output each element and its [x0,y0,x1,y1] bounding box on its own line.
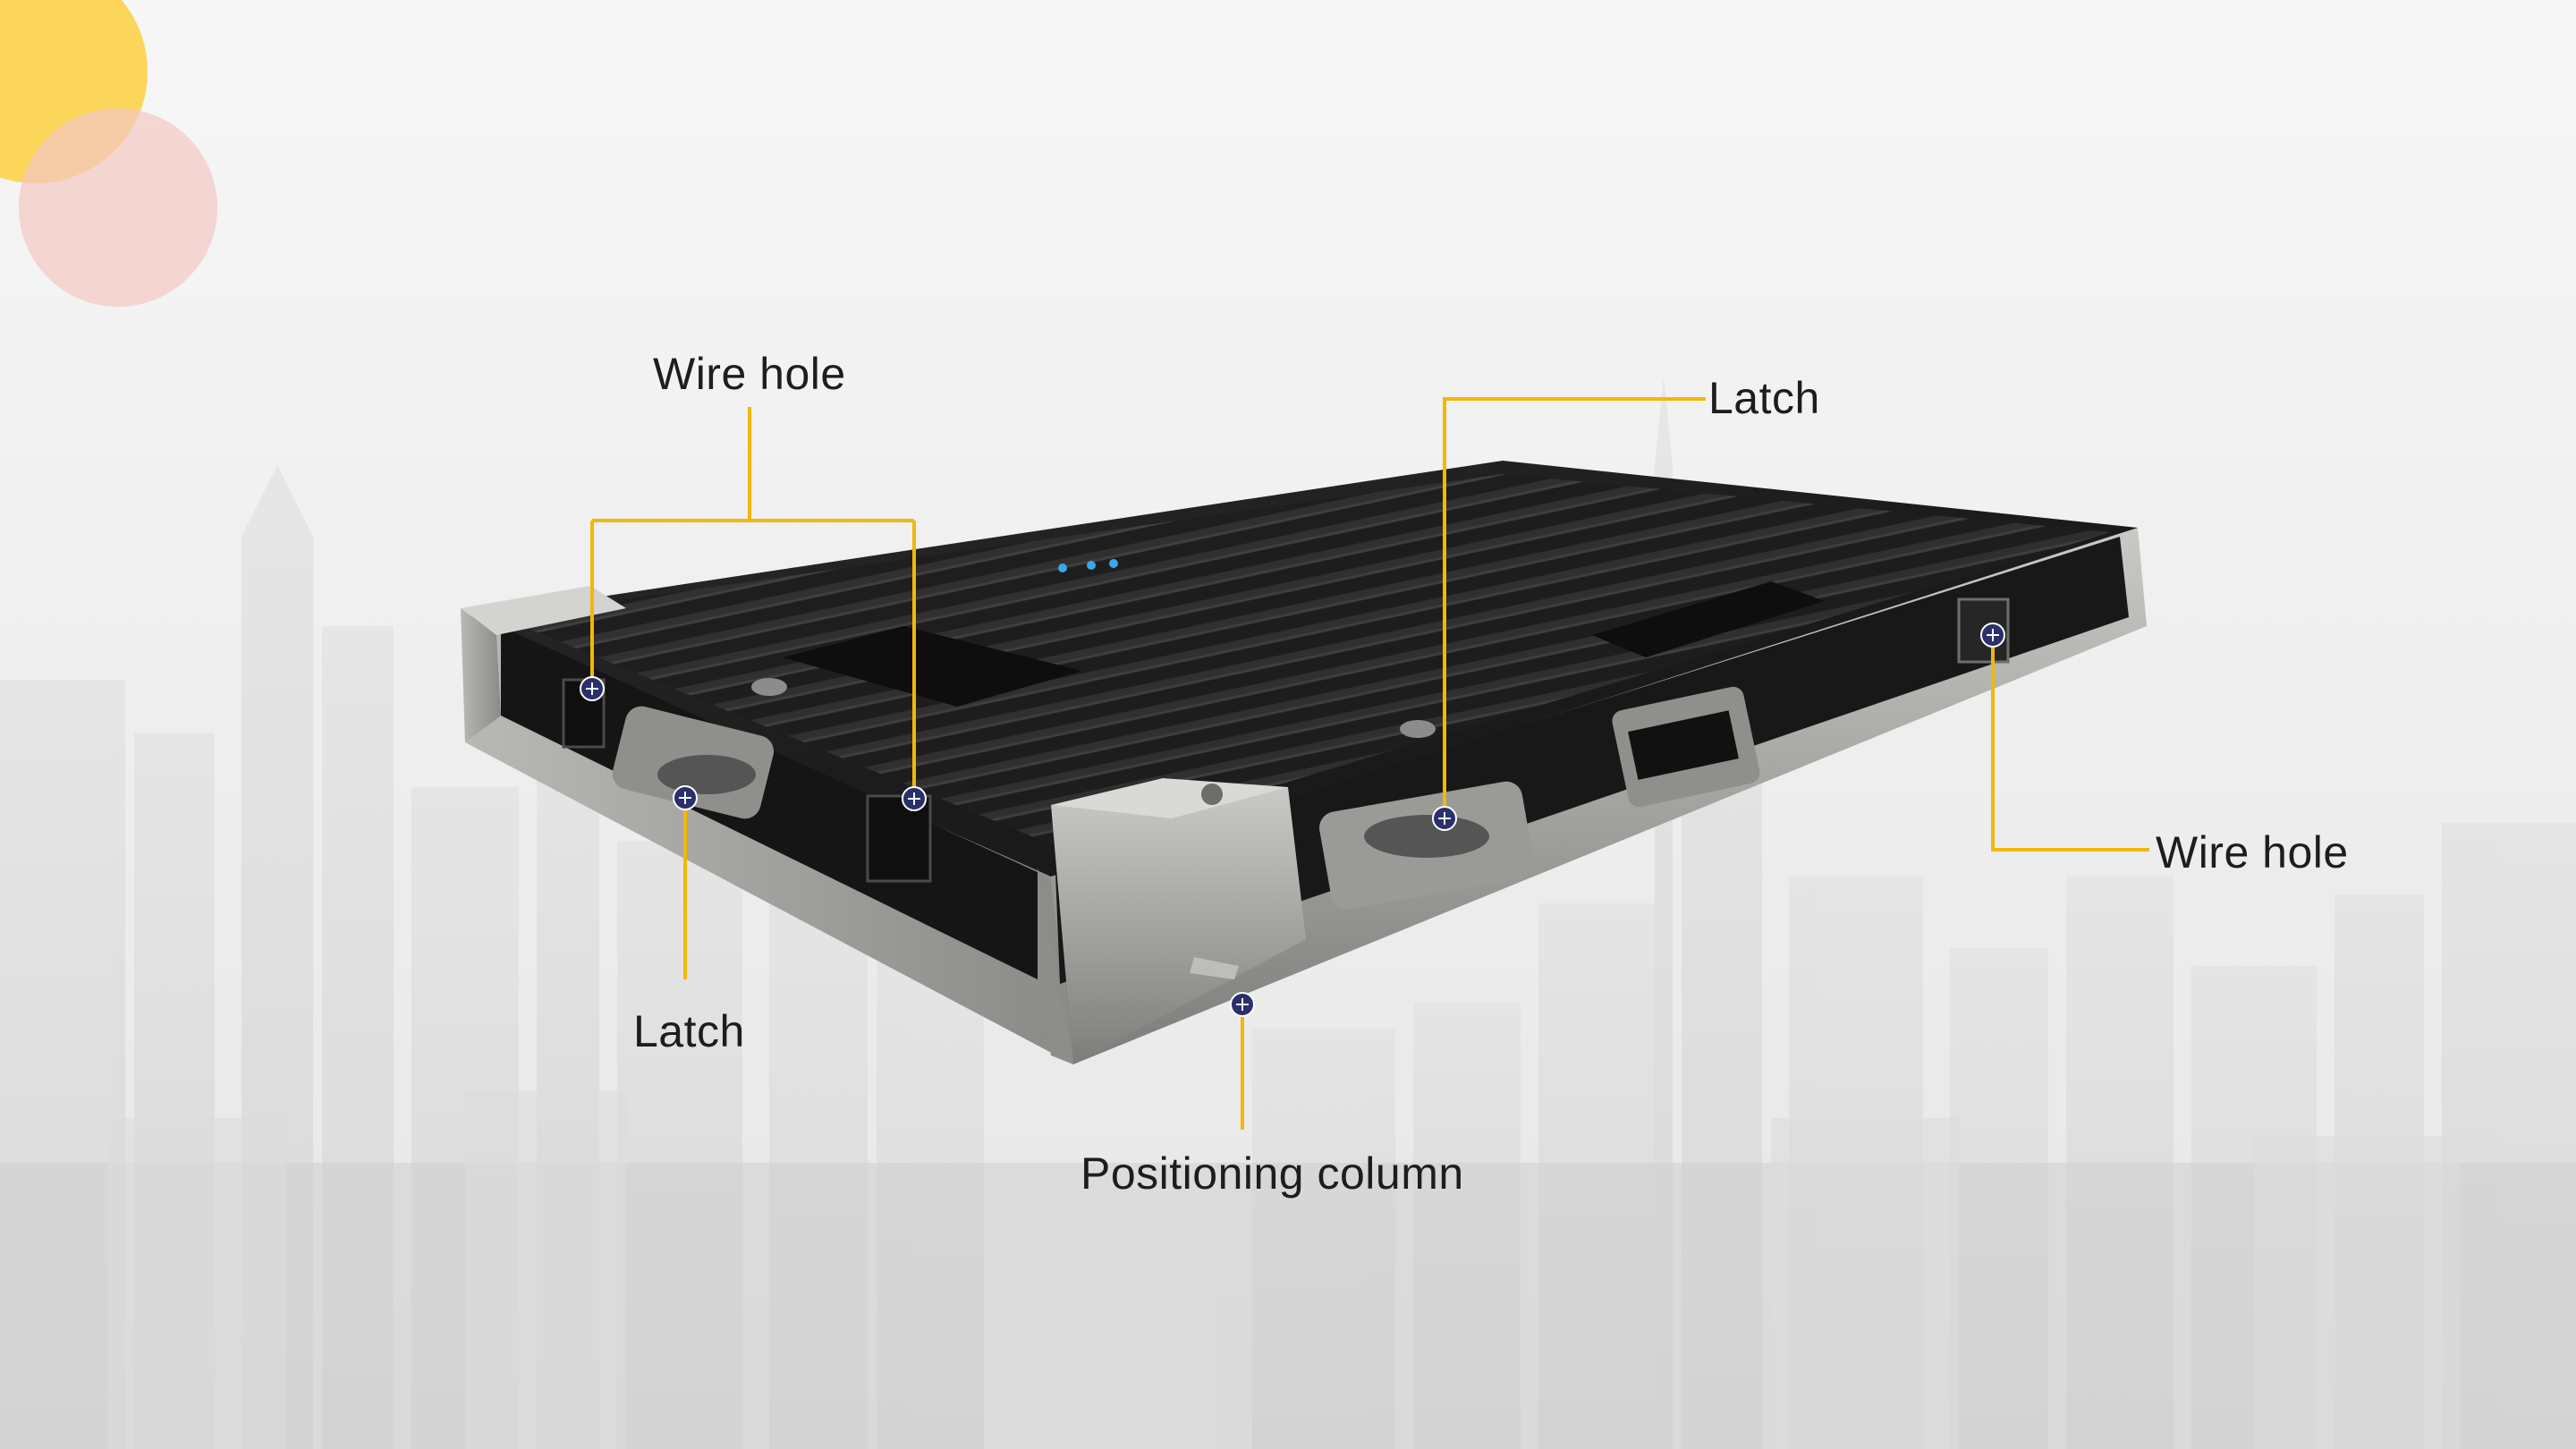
marker-wire-hole-left-a [580,676,605,701]
marker-latch-top [1432,806,1457,831]
label-wire-hole-left: Wire hole [653,349,846,399]
marker-positioning-column [1230,992,1255,1017]
marker-wire-hole-left-b [902,786,927,811]
label-wire-hole-right: Wire hole [2156,827,2349,877]
label-positioning-column: Positioning column [1080,1148,1464,1199]
marker-wire-hole-right [1980,623,2005,648]
label-latch-top: Latch [1708,373,1820,423]
label-latch-left: Latch [633,1006,745,1056]
marker-latch-left [673,785,698,810]
